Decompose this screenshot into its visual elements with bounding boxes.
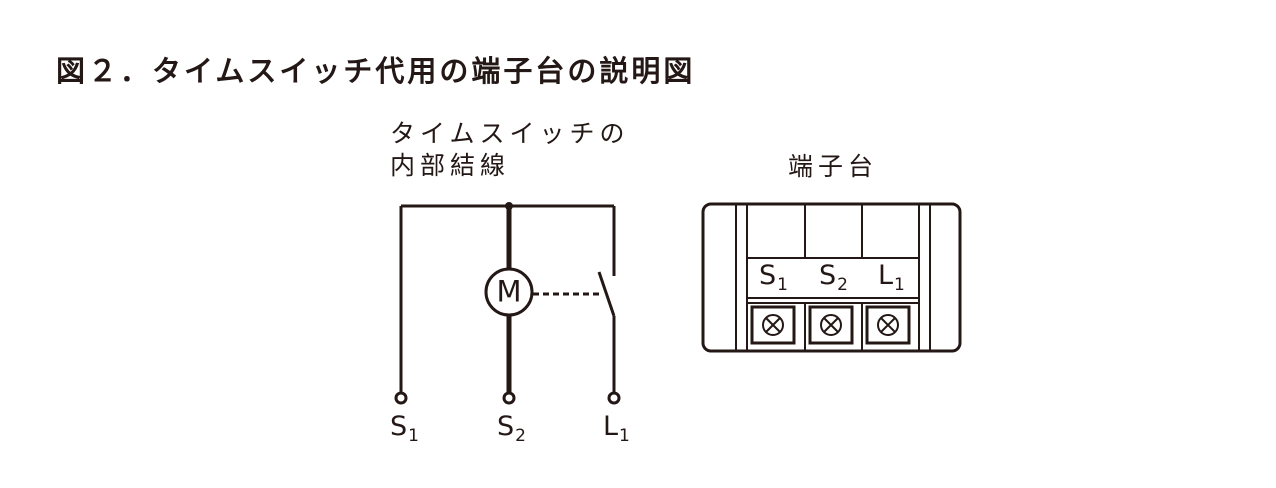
screw-l1-icon [877,314,899,336]
block-terminal-l1: L1 [878,260,905,295]
switch-contact [597,271,616,317]
screw-box-s1 [750,305,796,345]
wiring-terminal-l1: L1 [603,411,630,446]
block-terminal-s2: S2 [819,260,848,295]
timeswitch-caption-line2: 内部結線 [390,151,511,180]
screw-s2-icon [820,314,842,336]
motor-label: M [496,274,522,309]
screw-box-s2 [808,305,854,345]
timeswitch-caption: タイムスイッチの 内部結線 [390,118,630,182]
wiring-terminal-s1: S1 [390,411,419,446]
screw-s1-icon [762,314,784,336]
terminal-block-caption: 端子台 [788,152,879,181]
terminal-s2-dot [502,391,516,405]
terminal-s1-dot [394,391,408,405]
terminal-block-frame [701,202,962,353]
timeswitch-caption-line1: タイムスイッチの [390,119,630,148]
terminal-l1-dot [607,391,621,405]
terminal-block [701,202,962,353]
junction-dot [505,202,513,210]
wiring-terminal-s2: S2 [497,411,526,446]
figure-title: 図２．タイムスイッチ代用の端子台の説明図 [56,54,696,88]
block-terminal-s1: S1 [759,260,788,295]
motor-symbol [484,267,534,317]
screw-box-l1 [865,305,911,345]
